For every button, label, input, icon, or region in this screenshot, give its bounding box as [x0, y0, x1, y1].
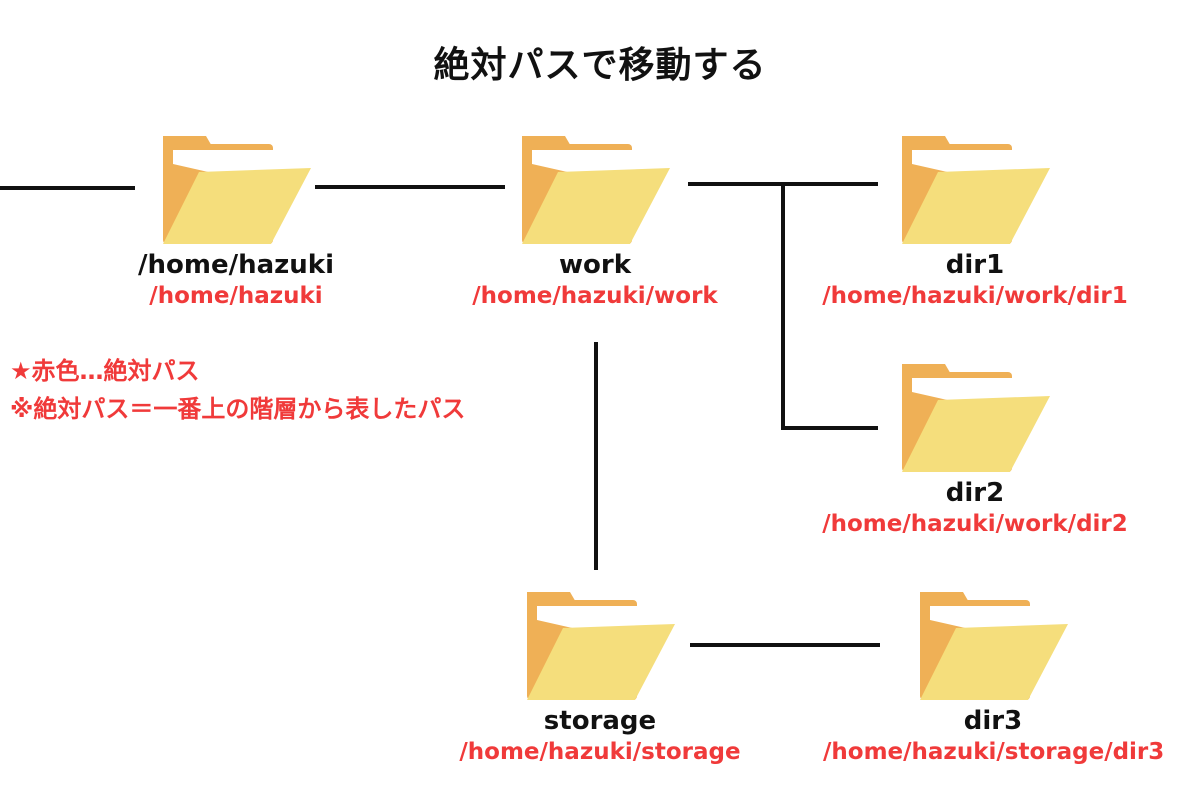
node-absolute-path: /home/hazuki/work/dir2	[822, 511, 1128, 537]
node-name: dir3	[963, 706, 1023, 736]
node-name: dir1	[945, 250, 1005, 280]
legend-definition: ※絶対パス＝一番上の階層から表したパス	[10, 395, 466, 423]
node-absolute-path: /home/hazuki/storage/dir3	[823, 739, 1165, 765]
page-title: 絶対パスで移動する	[433, 45, 767, 86]
node-dir1: dir1 /home/hazuki/work/dir1	[805, 128, 1145, 312]
node-name: /home/hazuki	[138, 250, 334, 280]
folder-icon	[525, 584, 675, 704]
node-name: work	[559, 250, 631, 280]
folder-icon	[161, 128, 311, 248]
node-work: work /home/hazuki/work	[425, 128, 765, 312]
folder-icon	[918, 584, 1068, 704]
node-absolute-path: /home/hazuki/storage	[459, 739, 741, 765]
node-name: dir2	[945, 478, 1005, 508]
legend-red-meaning: ★赤色…絶対パス	[10, 357, 200, 385]
folder-icon	[520, 128, 670, 248]
node-absolute-path: /home/hazuki/work/dir1	[822, 283, 1128, 309]
folder-icon	[900, 128, 1050, 248]
node-home: /home/hazuki /home/hazuki	[66, 128, 406, 312]
folder-icon	[900, 356, 1050, 476]
node-absolute-path: /home/hazuki/work	[472, 283, 718, 309]
node-dir3: dir3 /home/hazuki/storage/dir3	[823, 584, 1165, 768]
node-storage: storage /home/hazuki/storage	[430, 584, 770, 768]
legend-note: ★赤色…絶対パス ※絶対パス＝一番上の階層から表したパス	[10, 352, 465, 428]
node-name: storage	[543, 706, 657, 736]
node-absolute-path: /home/hazuki	[149, 283, 323, 309]
node-dir2: dir2 /home/hazuki/work/dir2	[805, 356, 1145, 540]
